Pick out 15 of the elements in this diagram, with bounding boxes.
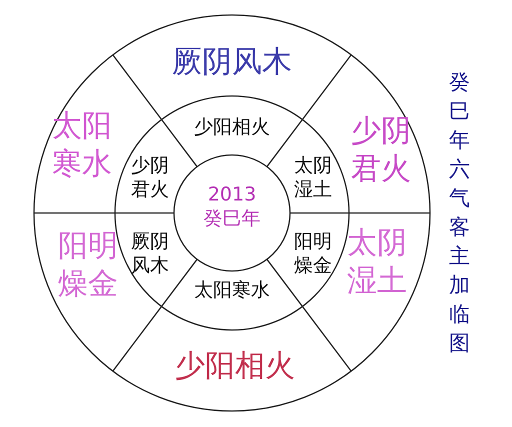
sector-label: 少阴君火 — [131, 154, 169, 202]
sector-label: 厥阴风木 — [131, 230, 169, 278]
sector-label: 厥阴风木 — [157, 43, 307, 81]
year-label: 2013 — [206, 183, 258, 207]
sector-label: 太阴湿土 — [294, 154, 332, 202]
sector-label: 少阳相火 — [184, 116, 280, 140]
sector-label: 太阳寒水 — [184, 279, 280, 303]
sector-label: 阳明燥金 — [294, 230, 332, 278]
vertical-title: 癸巳年六气客主加临图 — [449, 69, 470, 357]
sector-label: 太阳寒水 — [52, 108, 112, 182]
sector-label: 阳明燥金 — [58, 228, 118, 302]
year-name-label: 癸巳年 — [202, 207, 262, 231]
sector-label: 太阴湿土 — [347, 224, 407, 300]
sector-label: 少阴君火 — [351, 112, 411, 188]
sector-label: 少阳相火 — [160, 347, 310, 385]
